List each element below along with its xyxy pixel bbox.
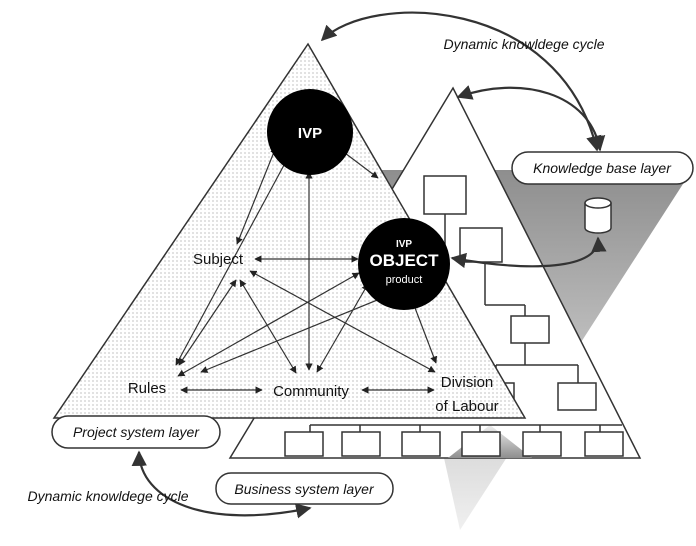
object-prefix-label: IVP (396, 239, 412, 250)
org-box (522, 431, 562, 457)
org-box (510, 315, 550, 344)
org-box (401, 431, 441, 457)
database-icon (584, 197, 612, 234)
object-label: OBJECT (370, 251, 440, 270)
org-box (461, 431, 501, 457)
knowledge-base-layer-pill: Knowledge base layer (511, 151, 694, 185)
business-system-layer-label: Business system layer (234, 481, 375, 497)
org-box (341, 431, 381, 457)
org-box (557, 382, 597, 411)
object-to-database-arrow (450, 236, 607, 269)
project-system-layer-pill: Project system layer (51, 415, 221, 449)
business-system-layer-pill: Business system layer (215, 472, 394, 505)
bottom-cycle-label: Dynamic knowldege cycle (27, 488, 188, 504)
rules-label: Rules (128, 380, 166, 397)
top-inner-cycle-arrow (456, 85, 606, 152)
bottom-cycle-arrow (131, 450, 312, 519)
object-node (358, 218, 450, 310)
object-suffix-label: product (386, 274, 423, 286)
org-box (284, 431, 324, 457)
project-system-layer-label: Project system layer (73, 424, 200, 440)
knowledge-base-layer-label: Knowledge base layer (533, 160, 672, 176)
ivp-label: IVP (298, 125, 322, 142)
community-label: Community (273, 383, 349, 400)
org-box (459, 227, 503, 263)
dynamic-cycle-arrows (131, 11, 607, 519)
subject-label: Subject (193, 251, 244, 268)
division-label-line1: Division (441, 374, 494, 391)
org-box (423, 175, 467, 215)
org-box (584, 431, 624, 457)
top-cycle-label: Dynamic knowldege cycle (443, 36, 604, 52)
division-label-line2: of Labour (435, 398, 498, 415)
